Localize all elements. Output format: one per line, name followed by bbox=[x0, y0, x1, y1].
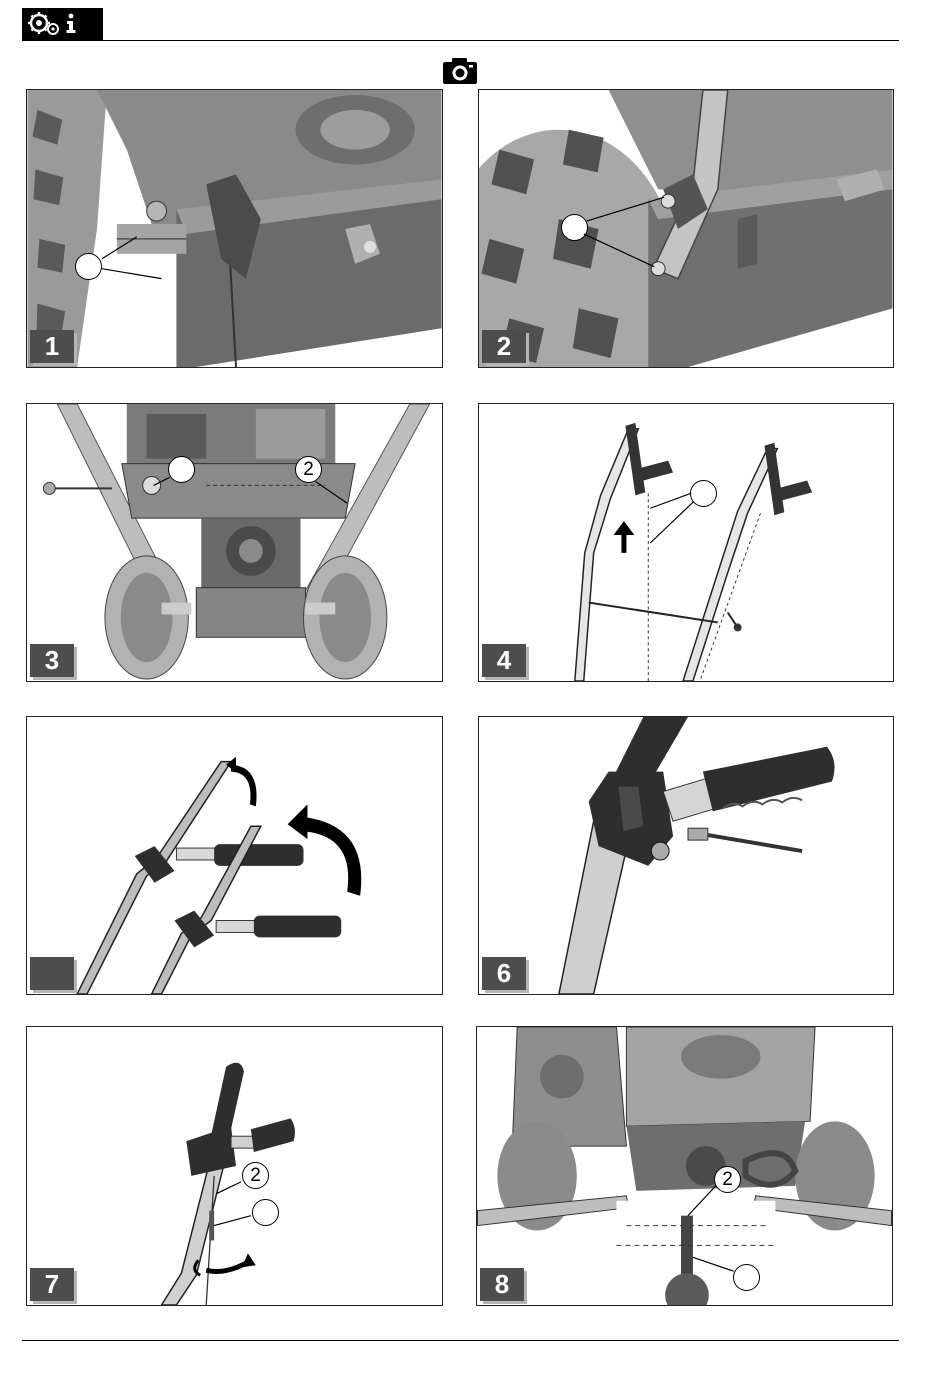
footer-rule bbox=[22, 1340, 899, 1341]
rear-view-illustration bbox=[27, 404, 442, 681]
callout-1 bbox=[252, 1199, 279, 1226]
gears-info-icon bbox=[22, 8, 103, 40]
figure-panel-1: 1 bbox=[26, 89, 443, 368]
panel-number bbox=[30, 957, 74, 990]
auger-housing-illustration bbox=[27, 90, 442, 367]
callout-2: 2 bbox=[242, 1162, 269, 1189]
callout-1 bbox=[75, 253, 102, 280]
panel-number: 1 bbox=[30, 330, 74, 363]
chute-crank-illustration bbox=[477, 1027, 892, 1305]
header-rule bbox=[22, 40, 899, 41]
callout-2: 2 bbox=[714, 1166, 741, 1193]
callout-1 bbox=[690, 480, 717, 507]
figure-panel-2: 2 bbox=[478, 89, 894, 368]
figure-panel-4: 4 bbox=[478, 403, 894, 682]
callout-2: 2 bbox=[295, 456, 322, 483]
handle-fold-illustration bbox=[27, 717, 442, 994]
panel-number: 7 bbox=[30, 1268, 74, 1301]
figure-panel-8: 2 8 bbox=[476, 1026, 893, 1306]
panel-number: 6 bbox=[482, 957, 526, 990]
camera-icon bbox=[443, 58, 477, 84]
figure-panel-3: 2 3 bbox=[26, 403, 443, 682]
panel-number: 8 bbox=[480, 1268, 524, 1301]
callout-1 bbox=[561, 214, 588, 241]
figure-panel-6: 6 bbox=[478, 716, 894, 995]
panel-number: 2 bbox=[482, 330, 526, 363]
cable-adjust-illustration bbox=[27, 1027, 442, 1305]
figure-panel-5 bbox=[26, 716, 443, 995]
handle-joint-closeup-illustration bbox=[479, 717, 893, 994]
callout-1 bbox=[733, 1264, 760, 1291]
panel-number: 4 bbox=[482, 644, 526, 677]
figure-panel-7: 2 7 bbox=[26, 1026, 443, 1306]
panel-number: 3 bbox=[30, 644, 74, 677]
header-badge bbox=[22, 8, 103, 40]
handle-mount-illustration bbox=[479, 90, 893, 367]
handle-lift-illustration bbox=[479, 404, 893, 681]
callout-1 bbox=[168, 456, 195, 483]
